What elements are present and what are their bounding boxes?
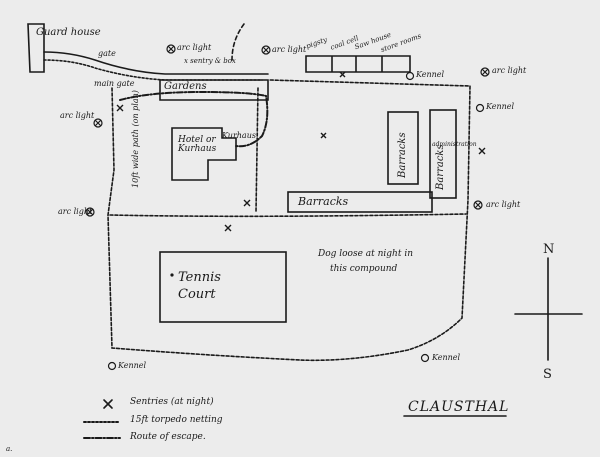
- arc-light-label-5: arc light: [492, 66, 527, 75]
- arc-light-label-2: arc light: [272, 45, 307, 54]
- legend-sentries-label: Sentries (at night): [130, 397, 214, 407]
- main-gate-label: main gate: [94, 79, 135, 88]
- guard-house-label: Guard house: [36, 27, 101, 38]
- barracks-vertical-2: [429, 109, 457, 199]
- arc-light-label-1: arc light: [177, 43, 212, 52]
- hotel-building: [171, 127, 237, 181]
- arc-light-label-6: arc light: [486, 200, 521, 209]
- dividing-fence: [109, 213, 467, 218]
- gardens-label: Gardens: [164, 81, 207, 92]
- tennis-court: [159, 251, 287, 323]
- barracks-horizontal-label: Barracks: [298, 195, 349, 208]
- barracks-vertical-1: [387, 111, 419, 185]
- compass-rose: [514, 257, 583, 361]
- guard-house-outline: [27, 23, 45, 73]
- kennel-markers: [107, 71, 485, 371]
- arc-light-markers: [85, 44, 490, 217]
- perimeter-fence: [107, 79, 471, 362]
- corner-mark: a.: [6, 445, 13, 453]
- tennis-court-label: Tennis Court: [178, 270, 221, 302]
- dog-note-line-2: this compound: [330, 264, 398, 274]
- upper-buildings-row: [305, 55, 411, 73]
- arc-light-label-3: arc light: [60, 111, 95, 120]
- barracks-vertical-2-label: Barracks: [435, 144, 446, 190]
- gate-label: gate: [98, 49, 116, 58]
- escape-route: [119, 90, 269, 148]
- kennel-label-4: Kennel: [432, 353, 461, 362]
- compass-south: S: [543, 367, 552, 382]
- kennel-label-3: Kennel: [118, 361, 147, 370]
- compass-north: N: [543, 242, 555, 257]
- administration-label: administration: [432, 141, 477, 148]
- kurhaus-label: Kurhaus: [222, 131, 256, 140]
- sentry-box-note: x sentry & box: [184, 57, 236, 65]
- sentry-marks: [116, 71, 486, 232]
- arc-light-label-4: arc light: [58, 207, 93, 216]
- inner-fence: [255, 87, 259, 213]
- path-note-label: 10ft wide path (on plan): [131, 90, 140, 188]
- map-title: CLAUSTHAL: [408, 399, 510, 415]
- kennel-label-1: Kennel: [416, 70, 445, 79]
- kennel-label-2: Kennel: [486, 102, 515, 111]
- legend-wire-label: 15ft torpedo netting: [130, 415, 223, 425]
- legend-sentry-symbol: [103, 399, 113, 409]
- dog-note-line-1: Dog loose at night in: [318, 249, 414, 259]
- barracks-vertical-1-label: Barracks: [397, 132, 408, 178]
- legend-route-label: Route of escape.: [130, 432, 206, 442]
- approach-path: [43, 51, 269, 75]
- hotel-label: Hotel or Kurhaus: [178, 135, 217, 154]
- barracks-horizontal: [287, 191, 433, 213]
